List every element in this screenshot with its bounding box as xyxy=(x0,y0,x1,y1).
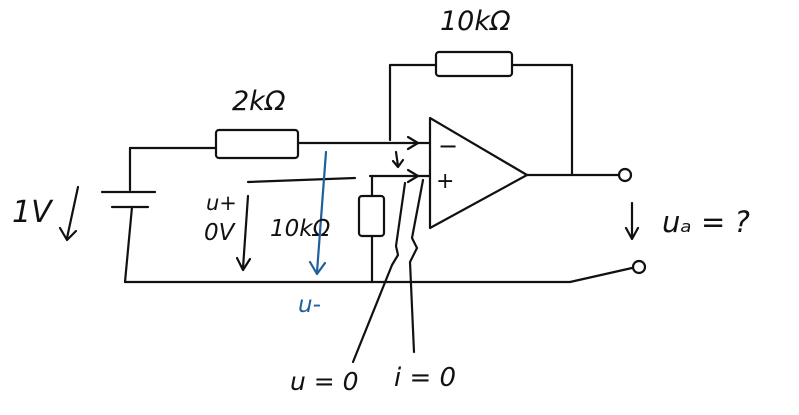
r-feedback-label: 10kΩ xyxy=(440,6,511,37)
annotation-lines xyxy=(351,178,425,364)
input-resistor xyxy=(214,128,300,160)
output-voltage-arrow xyxy=(624,201,640,241)
source-voltage-arrow xyxy=(58,185,80,242)
feedback-resistor xyxy=(434,50,514,78)
u-plus-arrow xyxy=(235,194,252,272)
u-zero-label: u = 0 xyxy=(290,367,359,396)
ground-rail xyxy=(123,259,647,284)
op-amp xyxy=(428,116,529,230)
input-branch xyxy=(128,128,432,160)
zero-volt-label: 0V xyxy=(204,220,237,246)
u-minus-arrow xyxy=(308,150,328,276)
i-zero-label: i = 0 xyxy=(394,363,456,393)
output-terminal xyxy=(525,167,633,183)
minus-input-sign: − xyxy=(438,132,458,160)
r-input-label: 2kΩ xyxy=(232,86,286,117)
u-minus-label: u- xyxy=(298,292,321,318)
output-question-label: uₐ = ? xyxy=(662,205,750,239)
voltage-source xyxy=(100,146,157,284)
u-plus-label: u+ xyxy=(206,191,237,215)
noninverting-branch xyxy=(246,150,432,184)
plus-input-sign: + xyxy=(436,169,454,194)
r-ground-label: 10kΩ xyxy=(270,216,331,242)
ground-resistor-branch xyxy=(357,174,386,284)
source-voltage-label: 1V xyxy=(12,195,54,230)
feedback-loop xyxy=(388,50,574,177)
ground-resistor xyxy=(357,194,386,238)
